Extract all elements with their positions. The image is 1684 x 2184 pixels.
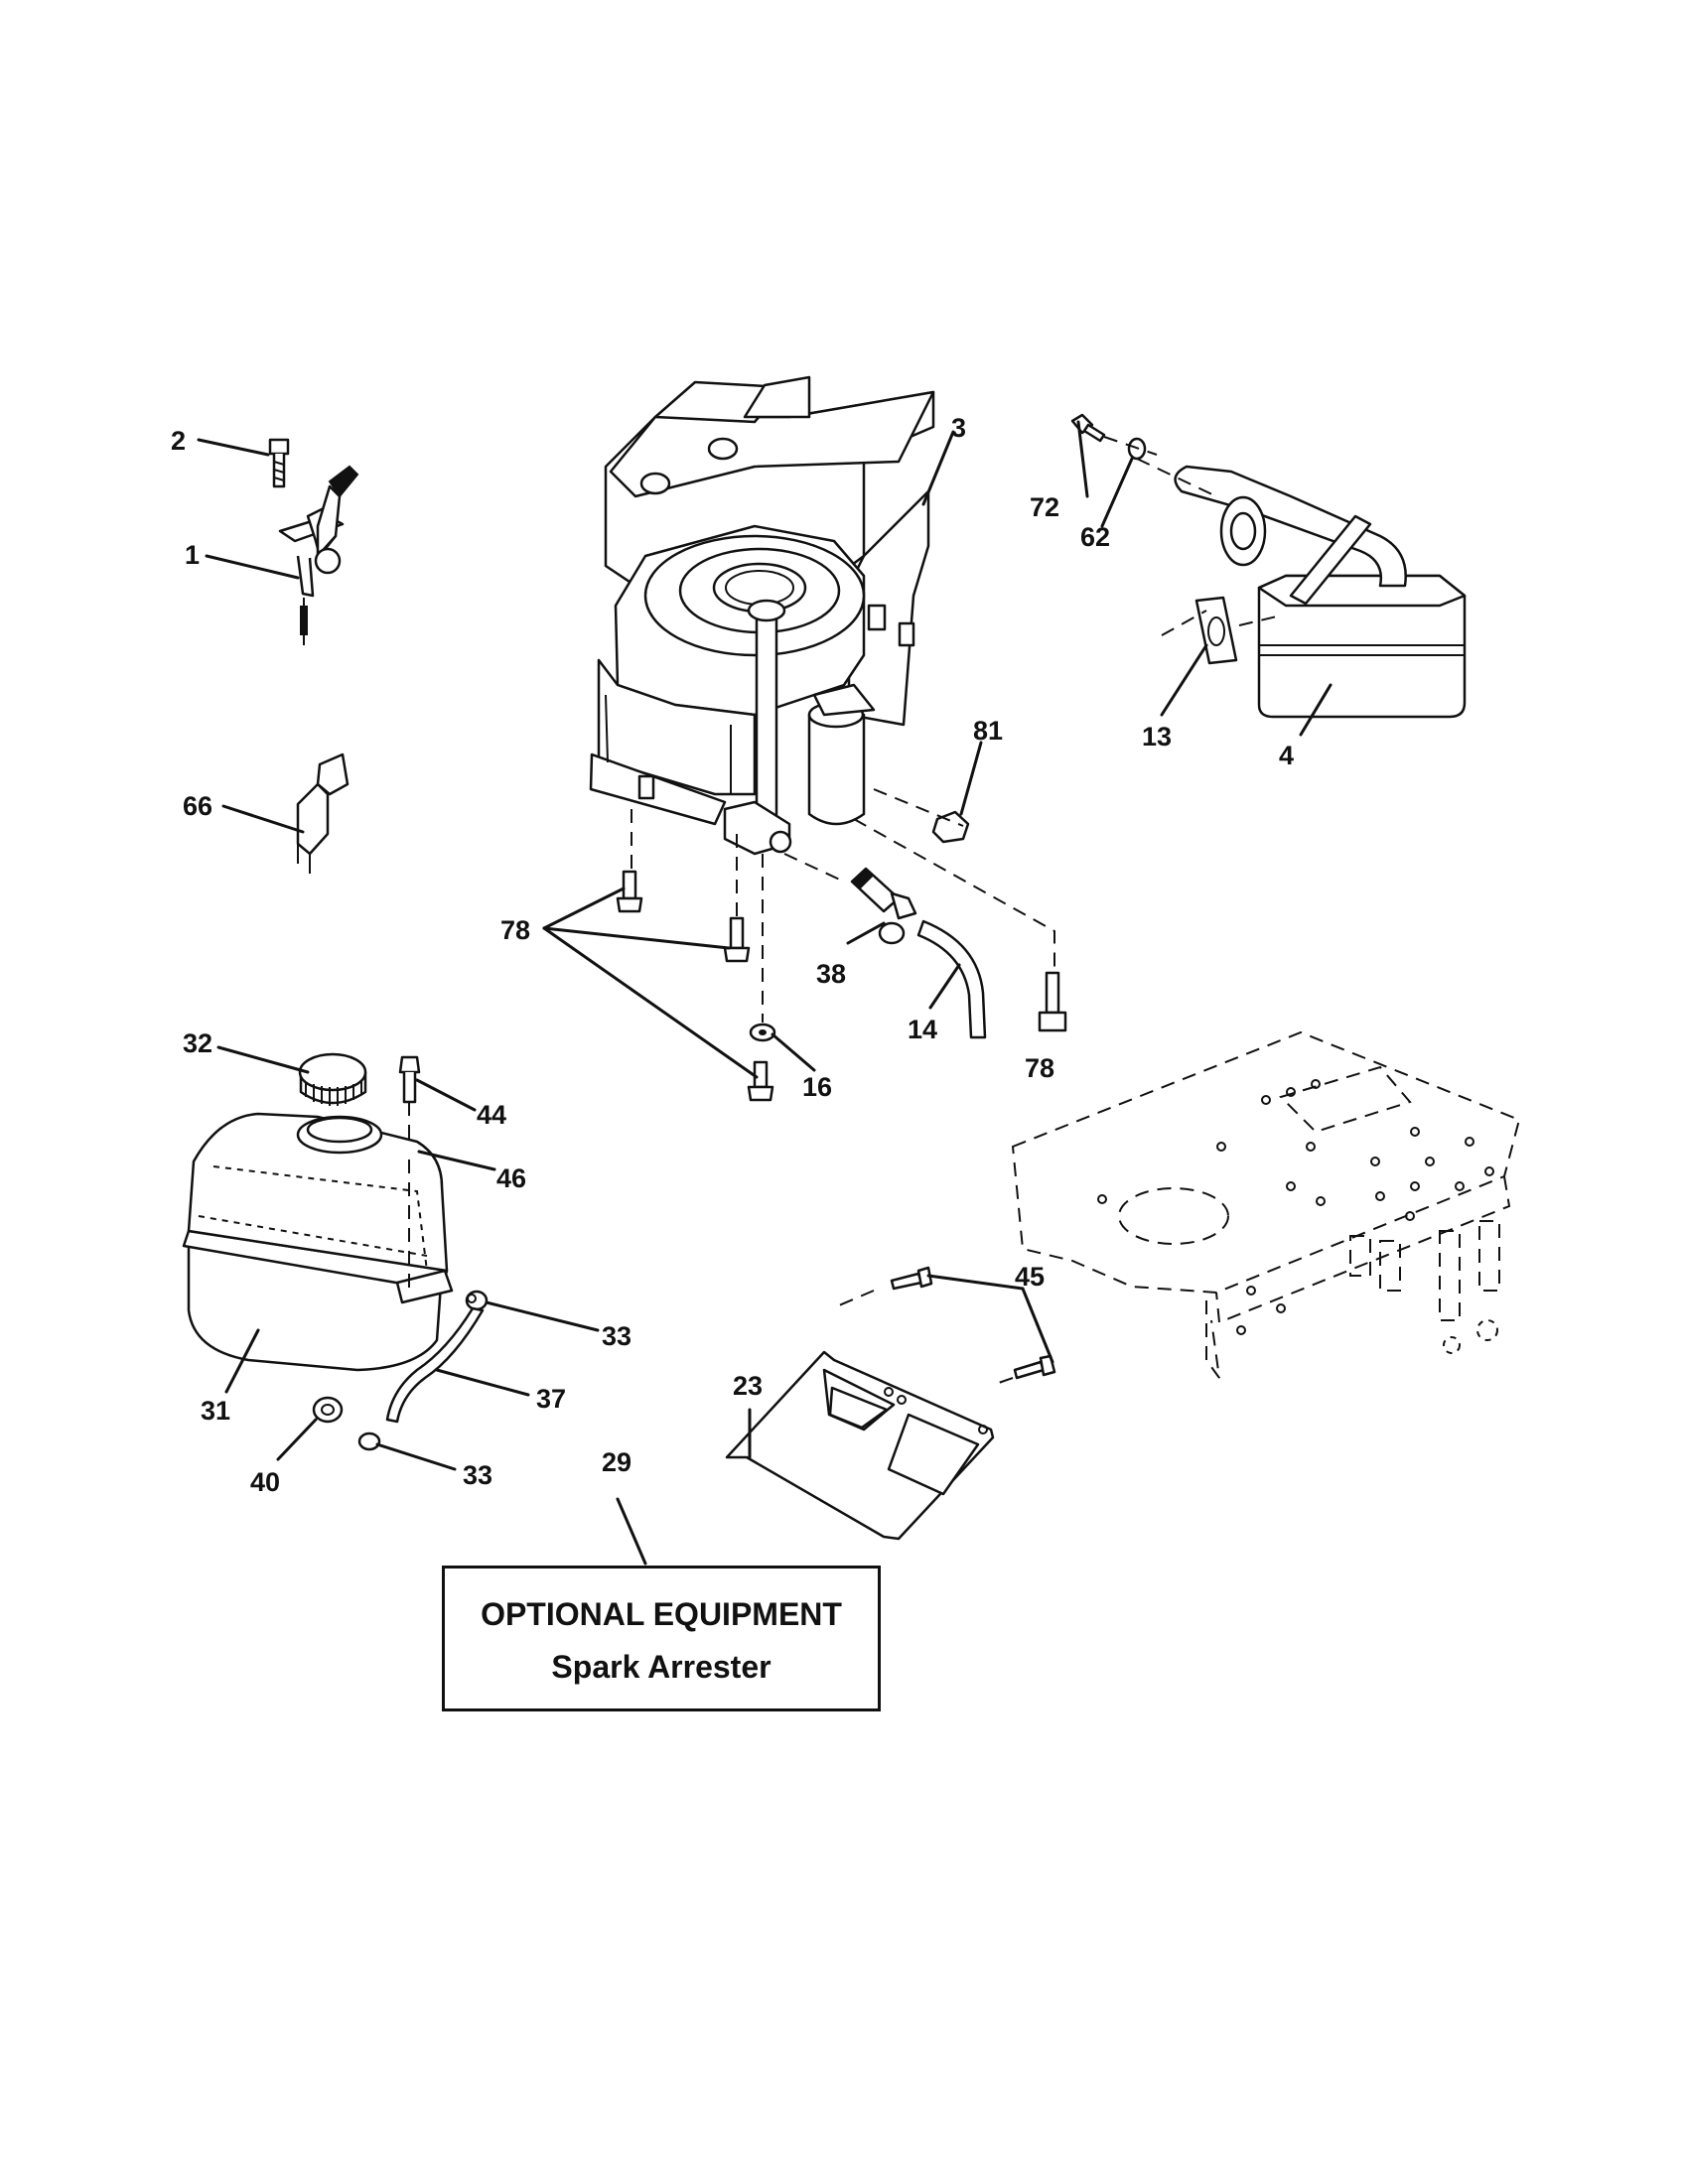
callout-46: 46 (496, 1163, 526, 1193)
callout-29: 29 (602, 1447, 632, 1477)
part-32-fuel-cap (298, 1052, 367, 1106)
part-44-screw (398, 1055, 421, 1104)
callout-66: 66 (183, 791, 212, 821)
frame-phantom (1011, 1030, 1521, 1379)
part-1-throttle-control (278, 465, 359, 645)
callout-38: 38 (816, 959, 846, 989)
callout-40: 40 (250, 1467, 280, 1497)
optional-equipment-box: OPTIONAL EQUIPMENT Spark Arrester (442, 1566, 881, 1711)
callout-14: 14 (908, 1015, 937, 1044)
part-78-bolt-1 (616, 870, 643, 913)
optional-equipment-title: OPTIONAL EQUIPMENT (481, 1596, 842, 1632)
assembly-lines (408, 436, 1282, 1386)
part-3-engine (589, 375, 935, 856)
callout-23: 23 (733, 1371, 763, 1401)
part-38-fuel-shutoff (850, 867, 917, 945)
part-78-bolt-4 (1038, 971, 1067, 1032)
callout-1: 1 (185, 540, 200, 570)
callout-45: 45 (1015, 1262, 1045, 1292)
part-45-bolt-1 (890, 1266, 933, 1291)
callout-78-left: 78 (500, 915, 530, 945)
callout-78-right: 78 (1025, 1053, 1054, 1083)
part-2-screw (268, 438, 290, 488)
optional-equipment-subtitle: Spark Arrester (551, 1649, 772, 1685)
part-14-fuel-line (916, 919, 987, 1039)
part-16-washer (749, 1023, 776, 1042)
part-78-bolt-3 (747, 1060, 774, 1102)
leader-lines (197, 420, 1333, 1566)
callout-2: 2 (171, 426, 186, 456)
callout-62: 62 (1080, 522, 1110, 552)
callout-labels: 2 1 3 72 62 4 13 81 66 78 38 14 78 16 32… (171, 413, 1294, 1497)
part-40-grommet (312, 1396, 344, 1424)
part-4-muffler (1174, 465, 1467, 719)
callout-31: 31 (201, 1396, 230, 1426)
callout-72: 72 (1030, 492, 1059, 522)
part-66-clip (296, 752, 350, 874)
part-45-bolt-2 (1013, 1354, 1056, 1380)
callout-3: 3 (951, 413, 966, 443)
callout-4: 4 (1279, 741, 1294, 770)
part-37-fuel-line (385, 1306, 485, 1424)
part-78-bolt-2 (723, 916, 751, 963)
callout-13: 13 (1142, 722, 1172, 751)
callout-16: 16 (802, 1072, 832, 1102)
part-72-bolt (1070, 413, 1106, 443)
callout-44: 44 (477, 1100, 506, 1130)
part-31-fuel-tank (182, 1112, 454, 1372)
part-23-heat-shield (725, 1350, 995, 1541)
callout-32: 32 (183, 1028, 212, 1058)
callout-33-upper: 33 (602, 1321, 632, 1351)
part-33-clamp-lower (357, 1432, 381, 1451)
part-81-nut (931, 810, 970, 844)
callout-37: 37 (536, 1384, 566, 1414)
part-33-clamp-upper (465, 1290, 489, 1311)
callout-33-lower: 33 (463, 1460, 492, 1490)
callout-81: 81 (973, 716, 1003, 746)
